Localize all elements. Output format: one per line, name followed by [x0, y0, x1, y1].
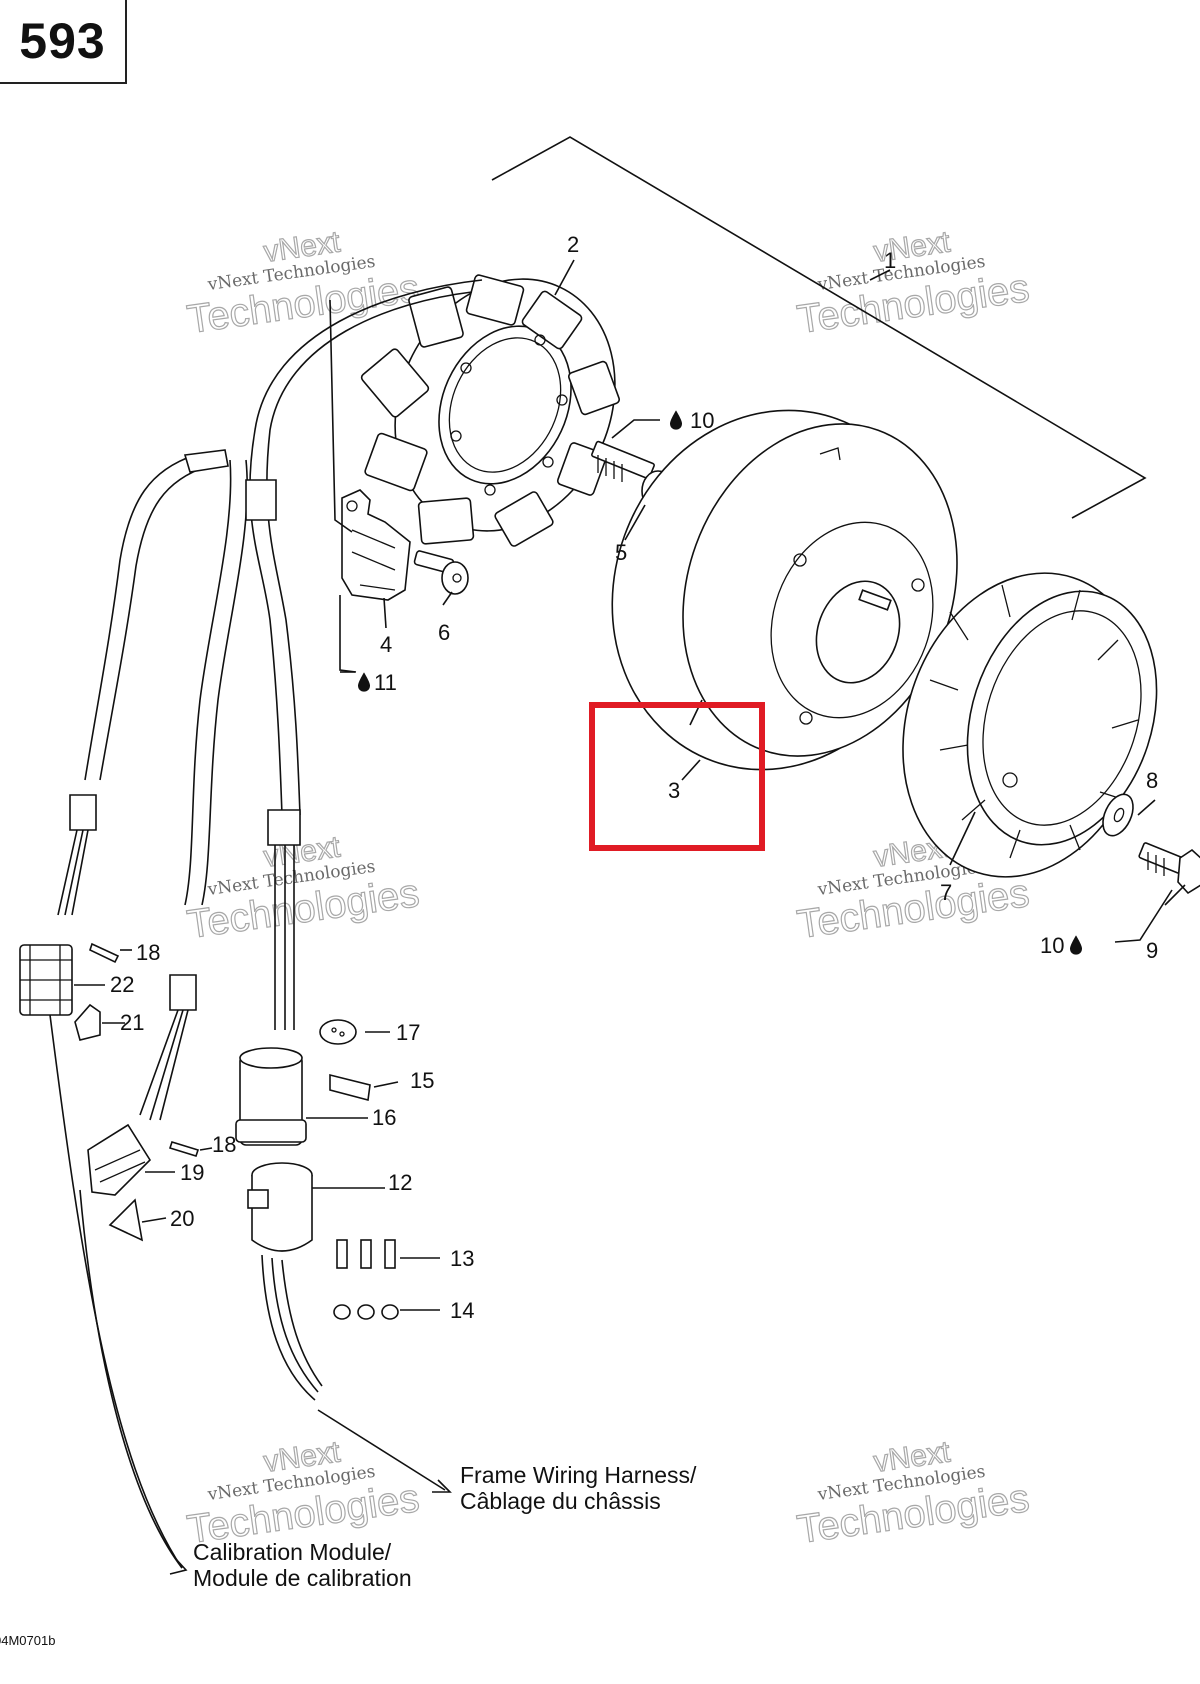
callout-14: 14: [450, 1298, 474, 1323]
trigger-coil: [341, 489, 411, 601]
callout-4: 4: [380, 632, 392, 657]
callout-numbers: 1 2 3 4 5 6 7 8 9 10 10 11 12 13 14 15 1…: [110, 232, 1158, 1323]
callout-11: 11: [374, 670, 397, 695]
destination-labels: Frame Wiring Harness/ Câblage du châssis…: [193, 1462, 697, 1591]
page-number-box: 593: [0, 0, 127, 84]
callout-21: 21: [120, 1010, 144, 1035]
callout-3: 3: [668, 778, 680, 803]
callout-16: 16: [372, 1105, 396, 1130]
calibration-module-label-line2: Module de calibration: [193, 1565, 412, 1591]
callout-19: 19: [180, 1160, 204, 1185]
clip-21: [74, 1003, 101, 1041]
drop-icon: [358, 672, 370, 692]
rotor: [611, 409, 958, 771]
callout-6: 6: [438, 620, 450, 645]
drop-icon: [670, 410, 682, 430]
bolt-9: [1138, 842, 1200, 895]
watermark: vNext Technologies vNext Technologies: [794, 225, 1033, 343]
stator: [360, 274, 620, 547]
page-number: 593: [19, 13, 106, 69]
callout-10: 10: [690, 408, 714, 433]
callout-9: 9: [1146, 938, 1158, 963]
drawing-reference: 04M0701b: [0, 1633, 55, 1648]
callout-20: 20: [170, 1206, 194, 1231]
connector-22: [19, 944, 73, 1016]
callout-1: 1: [884, 248, 896, 273]
terminals-13: [336, 1239, 396, 1269]
frame-harness-label-line2: Câblage du châssis: [460, 1488, 661, 1514]
watermark: vNext Technologies vNext Technologies: [184, 1435, 423, 1553]
calibration-module-label-line1: Calibration Module/: [193, 1539, 392, 1565]
watermark: vNext Technologies vNext Technologies: [184, 225, 423, 343]
wiring-harness: [57, 279, 483, 1121]
watermark: vNext Technologies vNext Technologies: [794, 1435, 1033, 1553]
callout-7: 7: [940, 880, 952, 905]
frame-harness-label-line1: Frame Wiring Harness/: [460, 1462, 697, 1488]
callout-5: 5: [615, 540, 627, 565]
connector-16: [235, 1047, 307, 1146]
highlight-box: [589, 702, 765, 851]
callout-8: 8: [1146, 768, 1158, 793]
terminal-18: [89, 942, 200, 1157]
ring-gear: [902, 572, 1158, 878]
callout-15: 15: [410, 1068, 434, 1093]
callout-17: 17: [396, 1020, 420, 1045]
leader-lines: [49, 259, 1186, 1575]
bracket-20: [108, 1198, 144, 1242]
callout-13: 13: [450, 1246, 474, 1271]
callout-2: 2: [567, 232, 579, 257]
callout-18: 18: [212, 1132, 236, 1157]
callout-18: 18: [136, 940, 160, 965]
terminal-15: [329, 1073, 371, 1102]
connector-19: [87, 1123, 152, 1196]
callout-10: 10: [1040, 933, 1064, 958]
drop-icon: [1070, 935, 1082, 955]
callout-22: 22: [110, 972, 134, 997]
assembly-bracket-line: [491, 136, 1147, 519]
plug-17: [319, 1019, 357, 1045]
callout-12: 12: [388, 1170, 412, 1195]
washer-8: [1102, 793, 1134, 837]
seals-14: [333, 1304, 399, 1320]
screw-6: [413, 550, 469, 595]
housing-12: [247, 1162, 323, 1401]
